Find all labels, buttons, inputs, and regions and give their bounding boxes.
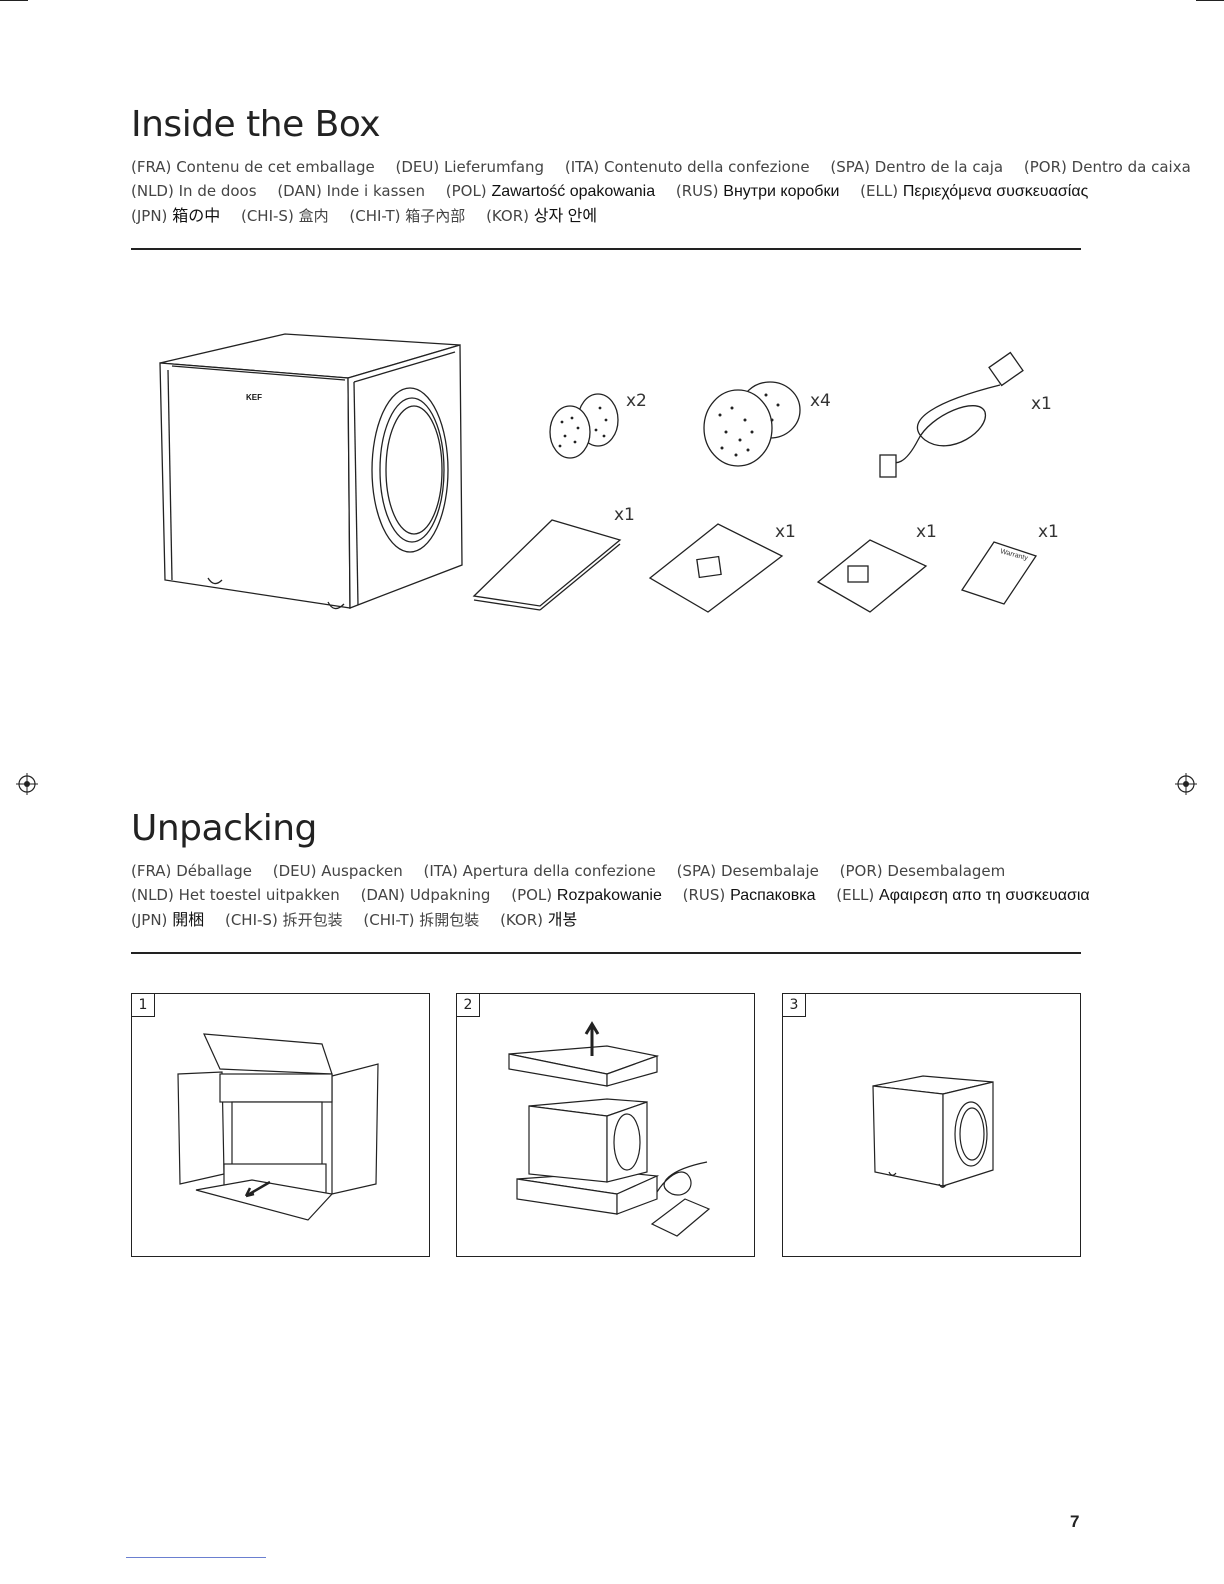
qty-power-cable: x1: [1031, 394, 1052, 414]
qty-large-foam: x4: [810, 391, 831, 411]
registration-mark-left: [16, 773, 38, 795]
step-number: 1: [132, 994, 155, 1017]
manual-booklet: [472, 519, 622, 611]
translation-line-2: (NLD) In de doos (DAN) Inde i kassen (PO…: [131, 182, 1089, 200]
kef-logo: KEF: [246, 393, 262, 402]
unpacking-step-2: 2: [456, 993, 755, 1257]
footer-line: [126, 1557, 266, 1558]
warranty-card: Warranty: [960, 541, 1038, 605]
registration-mark-right: [1175, 773, 1197, 795]
leaflet-2: [816, 539, 928, 613]
inside-box-rule: [131, 248, 1081, 250]
qty-leaflet-2: x1: [916, 522, 937, 542]
small-foam-bungs: [549, 393, 619, 459]
step-1-illustration: [177, 1033, 379, 1221]
qty-small-foam: x2: [626, 391, 647, 411]
leaflet-1: [648, 523, 784, 613]
subwoofer-drawing: KEF: [159, 333, 463, 610]
step-number: 3: [783, 994, 806, 1017]
large-foam-bungs: [703, 381, 801, 467]
step-3-illustration: [872, 1075, 994, 1188]
translation-line-3: (JPN) 箱の中 (CHI-S) 盒内 (CHI-T) 箱子內部 (KOR) …: [131, 207, 598, 225]
translation-line-1: (FRA) Déballage (DEU) Auspacken (ITA) Ap…: [131, 862, 1006, 880]
inside-box-title: Inside the Box: [131, 104, 381, 145]
unpacking-rule: [131, 952, 1081, 954]
crop-mark-left: [0, 0, 28, 1]
qty-leaflet-1: x1: [775, 522, 796, 542]
page-number: 7: [1070, 1512, 1080, 1531]
unpacking-translations: (FRA) Déballage (DEU) Auspacken (ITA) Ap…: [131, 859, 1106, 933]
power-cable: [879, 351, 1024, 478]
unpacking-step-1: 1: [131, 993, 430, 1257]
qty-manual: x1: [614, 505, 635, 525]
step-2-illustration: [508, 1021, 711, 1237]
inside-box-translations: (FRA) Contenu de cet emballage (DEU) Lie…: [131, 155, 1207, 229]
box-contents-illustration: KEF: [159, 333, 1038, 613]
translation-line-1: (FRA) Contenu de cet emballage (DEU) Lie…: [131, 158, 1191, 176]
step-number: 2: [457, 994, 480, 1017]
crop-mark-right: [1196, 0, 1224, 1]
unpacking-title: Unpacking: [131, 808, 317, 849]
unpacking-step-3: 3: [782, 993, 1081, 1257]
translation-line-2: (NLD) Het toestel uitpakken (DAN) Udpakn…: [131, 886, 1090, 904]
translation-line-3: (JPN) 開梱 (CHI-S) 拆开包装 (CHI-T) 拆開包裝 (KOR)…: [131, 911, 578, 929]
qty-warranty: x1: [1038, 522, 1059, 542]
